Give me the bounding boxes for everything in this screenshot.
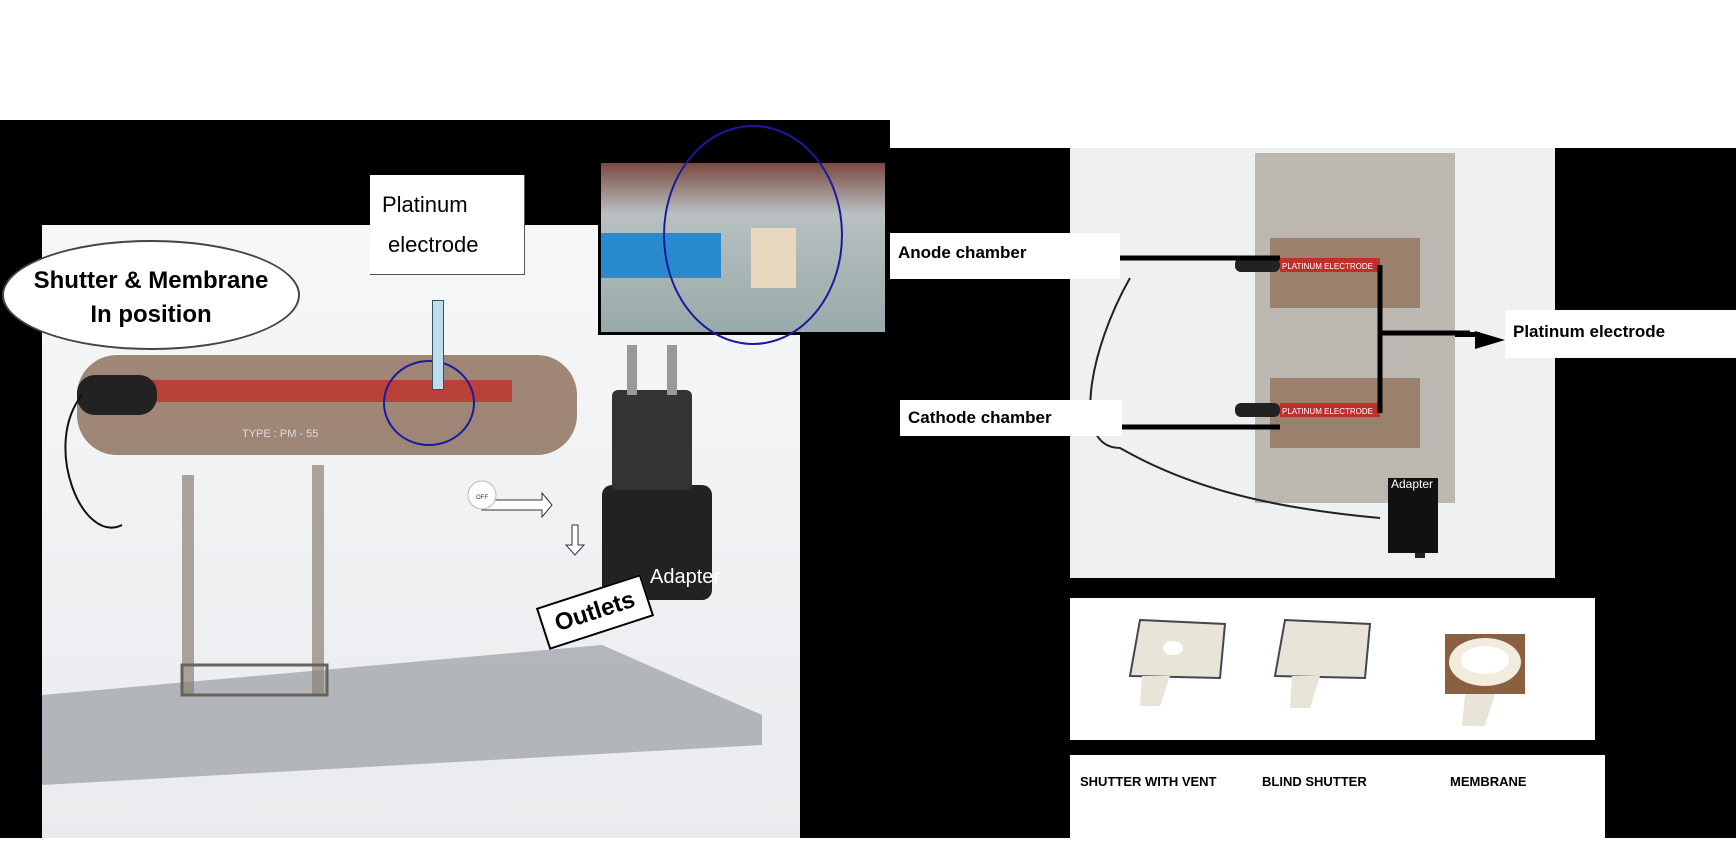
cell-top-view-photo: PLATINUM ELECTRODE PLATINUM ELECTRODE Ad… bbox=[1070, 148, 1555, 578]
electrode-inset-photo bbox=[598, 125, 888, 345]
tube-print-anode: PLATINUM ELECTRODE bbox=[1282, 262, 1373, 271]
anode-label: Anode chamber bbox=[890, 233, 1120, 279]
platinum-callout: Platinum electrode bbox=[370, 175, 525, 275]
parts-photo-strip bbox=[1070, 598, 1595, 740]
cell-top-view-drawing: PLATINUM ELECTRODE PLATINUM ELECTRODE Ad… bbox=[1089, 153, 1470, 558]
device-print: TYPE : PM - 55 bbox=[242, 428, 318, 440]
apparatus-drawing: TYPE : PM - 55 Adapter OFF bbox=[42, 345, 762, 785]
platinum-arrow bbox=[1475, 331, 1505, 349]
shutter-callout: Shutter & Membrane In position bbox=[2, 240, 300, 350]
adapter-label-right: Adapter bbox=[1391, 477, 1433, 491]
platinum-callout-line2: electrode bbox=[388, 232, 479, 257]
shutter-with-vent-image bbox=[1128, 618, 1227, 706]
highlight-ellipse bbox=[383, 360, 475, 446]
shutter-callout-line1: Shutter & Membrane bbox=[33, 267, 269, 294]
part-label-blind-shutter: BLIND SHUTTER bbox=[1262, 774, 1367, 789]
cathode-label: Cathode chamber bbox=[900, 400, 1122, 436]
part-label-shutter-with-vent: SHUTTER WITH VENT bbox=[1080, 774, 1217, 789]
valve-print: OFF bbox=[476, 495, 488, 501]
up-arrow bbox=[432, 300, 444, 390]
part-label-membrane: MEMBRANE bbox=[1450, 774, 1527, 789]
platinum-arrow-shaft bbox=[1455, 332, 1480, 337]
tube-print-cathode: PLATINUM ELECTRODE bbox=[1282, 407, 1373, 416]
membrane-image bbox=[1445, 634, 1525, 726]
blind-shutter-image bbox=[1273, 618, 1372, 708]
parts-labels-strip: SHUTTER WITH VENT BLIND SHUTTER MEMBRANE bbox=[1070, 755, 1605, 838]
inset-highlight-ellipse bbox=[663, 125, 843, 345]
adapter-label: Adapter bbox=[650, 566, 720, 588]
platinum-callout-line1: Platinum bbox=[382, 192, 468, 217]
shutter-callout-line2: In position bbox=[90, 301, 212, 328]
platinum-electrode-label: Platinum electrode bbox=[1505, 310, 1736, 358]
